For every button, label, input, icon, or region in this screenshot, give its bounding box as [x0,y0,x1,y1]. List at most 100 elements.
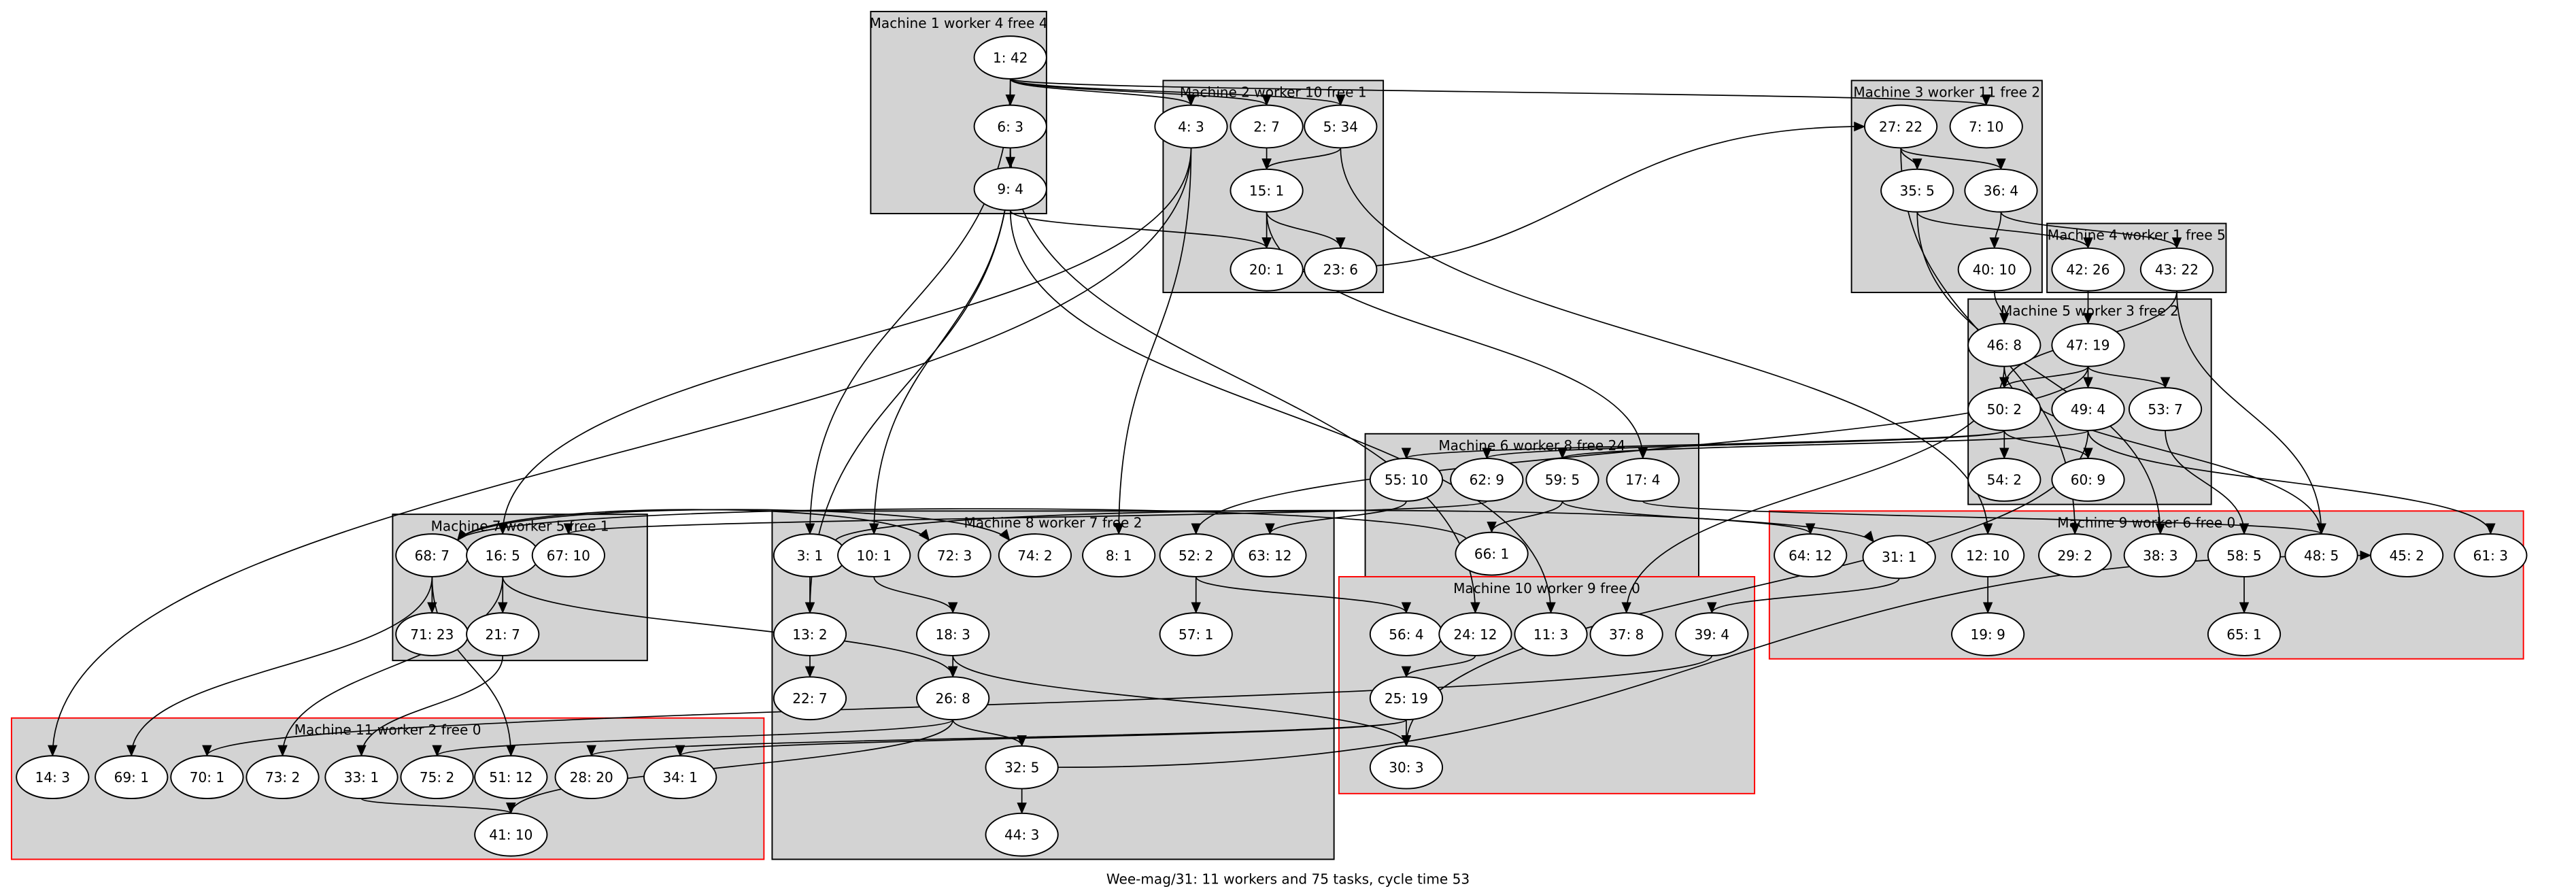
edge-21-33 [356,655,504,757]
task-node-59[interactable]: 59: 5 [1525,458,1599,502]
task-node-12[interactable]: 12: 10 [1951,533,2025,577]
task-node-28[interactable]: 28: 20 [554,755,628,800]
task-node-24[interactable]: 24: 12 [1438,612,1512,656]
task-node-25[interactable]: 25: 19 [1369,676,1444,721]
task-node-75[interactable]: 75: 2 [400,755,474,800]
task-node-58[interactable]: 58: 5 [2207,533,2282,577]
task-node-18[interactable]: 18: 3 [916,612,990,656]
task-node-46[interactable]: 46: 8 [1967,322,2041,367]
task-node-72[interactable]: 72: 3 [917,533,992,577]
task-node-39[interactable]: 39: 4 [1675,612,1749,656]
task-node-19[interactable]: 19: 9 [1951,612,2025,656]
node-ellipse [474,755,548,800]
task-node-60[interactable]: 60: 9 [2051,458,2125,502]
task-node-66[interactable]: 66: 1 [1455,531,1529,576]
node-label: 32: 5 [1004,759,1039,775]
task-node-49[interactable]: 49: 4 [2051,387,2125,431]
task-node-65[interactable]: 65: 1 [2207,612,2282,656]
task-node-6[interactable]: 6: 3 [973,104,1047,149]
task-node-41[interactable]: 41: 10 [474,812,548,857]
node-label: 6: 3 [997,118,1023,135]
task-node-30[interactable]: 30: 3 [1369,745,1444,790]
task-node-69[interactable]: 69: 1 [95,755,169,800]
task-node-56[interactable]: 56: 4 [1369,612,1444,656]
node-label: 67: 10 [547,547,590,564]
task-node-8[interactable]: 8: 1 [1082,533,1156,577]
node-label: 58: 5 [2226,547,2261,564]
task-node-32[interactable]: 32: 5 [985,745,1059,790]
task-node-7[interactable]: 7: 10 [1949,104,2023,149]
task-node-33[interactable]: 33: 1 [324,755,399,800]
task-node-70[interactable]: 70: 1 [170,755,244,800]
task-node-53[interactable]: 53: 7 [2128,387,2203,431]
task-node-9[interactable]: 9: 4 [973,167,1047,212]
node-label: 14: 3 [35,769,70,786]
task-node-29[interactable]: 29: 2 [2038,533,2112,577]
task-node-17[interactable]: 17: 4 [1606,458,1680,502]
task-node-20[interactable]: 20: 1 [1230,247,1304,292]
task-node-54[interactable]: 54: 2 [1967,458,2041,502]
task-node-11[interactable]: 11: 3 [1514,612,1588,656]
task-node-48[interactable]: 48: 5 [2284,533,2358,577]
task-node-47[interactable]: 47: 19 [2051,322,2125,367]
task-node-42[interactable]: 42: 26 [2051,247,2125,292]
task-node-74[interactable]: 74: 2 [998,533,1072,577]
task-node-67[interactable]: 67: 10 [531,533,605,577]
task-node-63[interactable]: 63: 12 [1233,533,1307,577]
node-label: 27: 22 [1879,118,1922,135]
task-node-62[interactable]: 62: 9 [1450,458,1524,502]
task-node-13[interactable]: 13: 2 [773,612,847,656]
node-label: 28: 20 [570,769,613,786]
task-node-36[interactable]: 36: 4 [1964,168,2038,213]
task-node-37[interactable]: 37: 8 [1589,612,1663,656]
edge-50-60 [2003,430,2093,460]
task-node-4[interactable]: 4: 3 [1154,104,1228,149]
node-ellipse [531,533,605,577]
cluster-m9: Machine 9 worker 6 free 0 [1768,510,2524,660]
task-node-43[interactable]: 43: 22 [2139,247,2214,292]
task-node-16[interactable]: 16: 5 [466,533,540,577]
task-node-2[interactable]: 2: 7 [1230,104,1304,149]
task-node-5[interactable]: 5: 34 [1304,104,1378,149]
edge-53-58 [2165,430,2250,535]
task-node-23[interactable]: 23: 6 [1304,247,1378,292]
task-node-73[interactable]: 73: 2 [245,755,320,800]
task-node-34[interactable]: 34: 1 [643,755,717,800]
node-label: 48: 5 [2304,547,2339,564]
task-node-57[interactable]: 57: 1 [1159,612,1233,656]
task-node-40[interactable]: 40: 10 [1957,247,2031,292]
task-node-22[interactable]: 22: 7 [773,676,847,721]
task-node-55[interactable]: 55: 10 [1369,458,1444,502]
edge-68-74 [456,509,1011,541]
edge-9-20 [1009,209,1272,249]
task-node-21[interactable]: 21: 7 [466,612,540,656]
task-node-38[interactable]: 38: 3 [2123,533,2197,577]
task-node-35[interactable]: 35: 5 [1880,168,1954,213]
node-ellipse [2051,247,2125,292]
task-node-31[interactable]: 31: 1 [1862,535,1936,579]
task-node-68[interactable]: 68: 7 [395,533,469,577]
task-node-10[interactable]: 10: 1 [837,533,911,577]
task-node-44[interactable]: 44: 3 [985,812,1059,857]
task-node-15[interactable]: 15: 1 [1230,168,1304,213]
task-node-51[interactable]: 51: 12 [474,755,548,800]
node-label: 66: 1 [1474,545,1509,562]
task-node-64[interactable]: 64: 12 [1774,533,1848,577]
task-node-26[interactable]: 26: 8 [916,676,990,721]
task-node-14[interactable]: 14: 3 [16,755,90,800]
task-node-71[interactable]: 71: 23 [395,612,469,656]
node-ellipse [2139,247,2214,292]
task-node-45[interactable]: 45: 2 [2370,533,2444,577]
node-label: 13: 2 [792,626,827,643]
task-node-27[interactable]: 27: 22 [1863,104,1938,149]
node-ellipse [2038,533,2112,577]
task-node-61[interactable]: 61: 3 [2454,533,2528,577]
task-node-52[interactable]: 52: 2 [1159,533,1233,577]
edge-25-34 [675,719,1407,757]
edge-1-3 [804,78,1011,535]
edge-33-41 [360,798,516,815]
task-node-3[interactable]: 3: 1 [773,533,847,577]
task-node-1[interactable]: 1: 42 [973,35,1047,80]
task-node-50[interactable]: 50: 2 [1967,387,2041,431]
node-label: 10: 1 [857,547,892,564]
